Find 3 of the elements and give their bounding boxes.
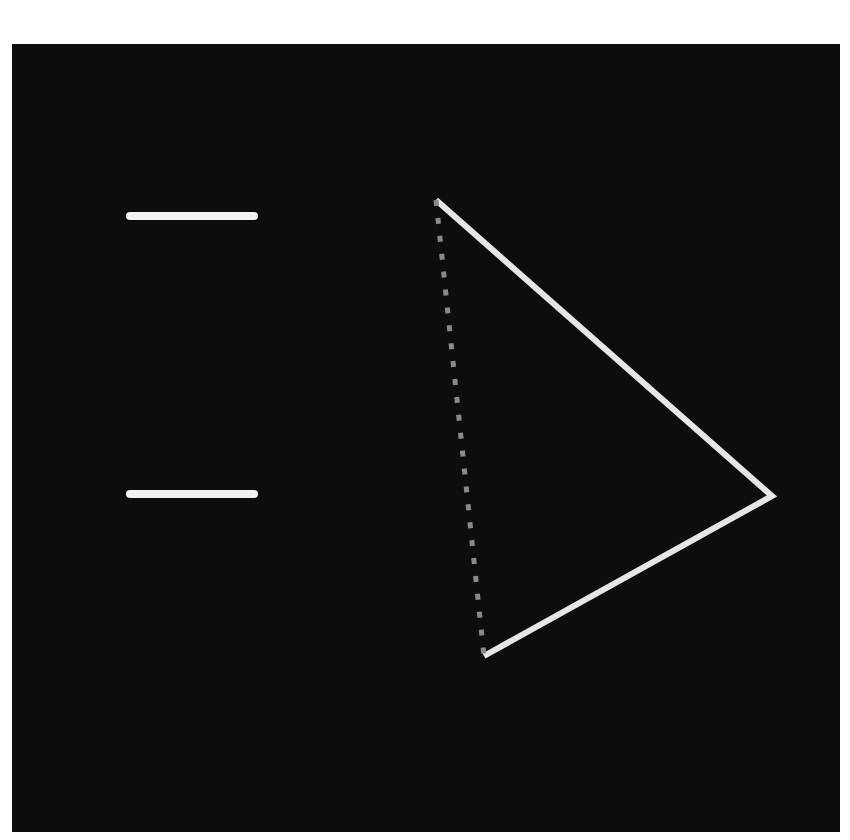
- triangle-drawing: [433, 197, 778, 659]
- horizontal-bar: [126, 490, 258, 498]
- horizontal-bar: [126, 212, 258, 220]
